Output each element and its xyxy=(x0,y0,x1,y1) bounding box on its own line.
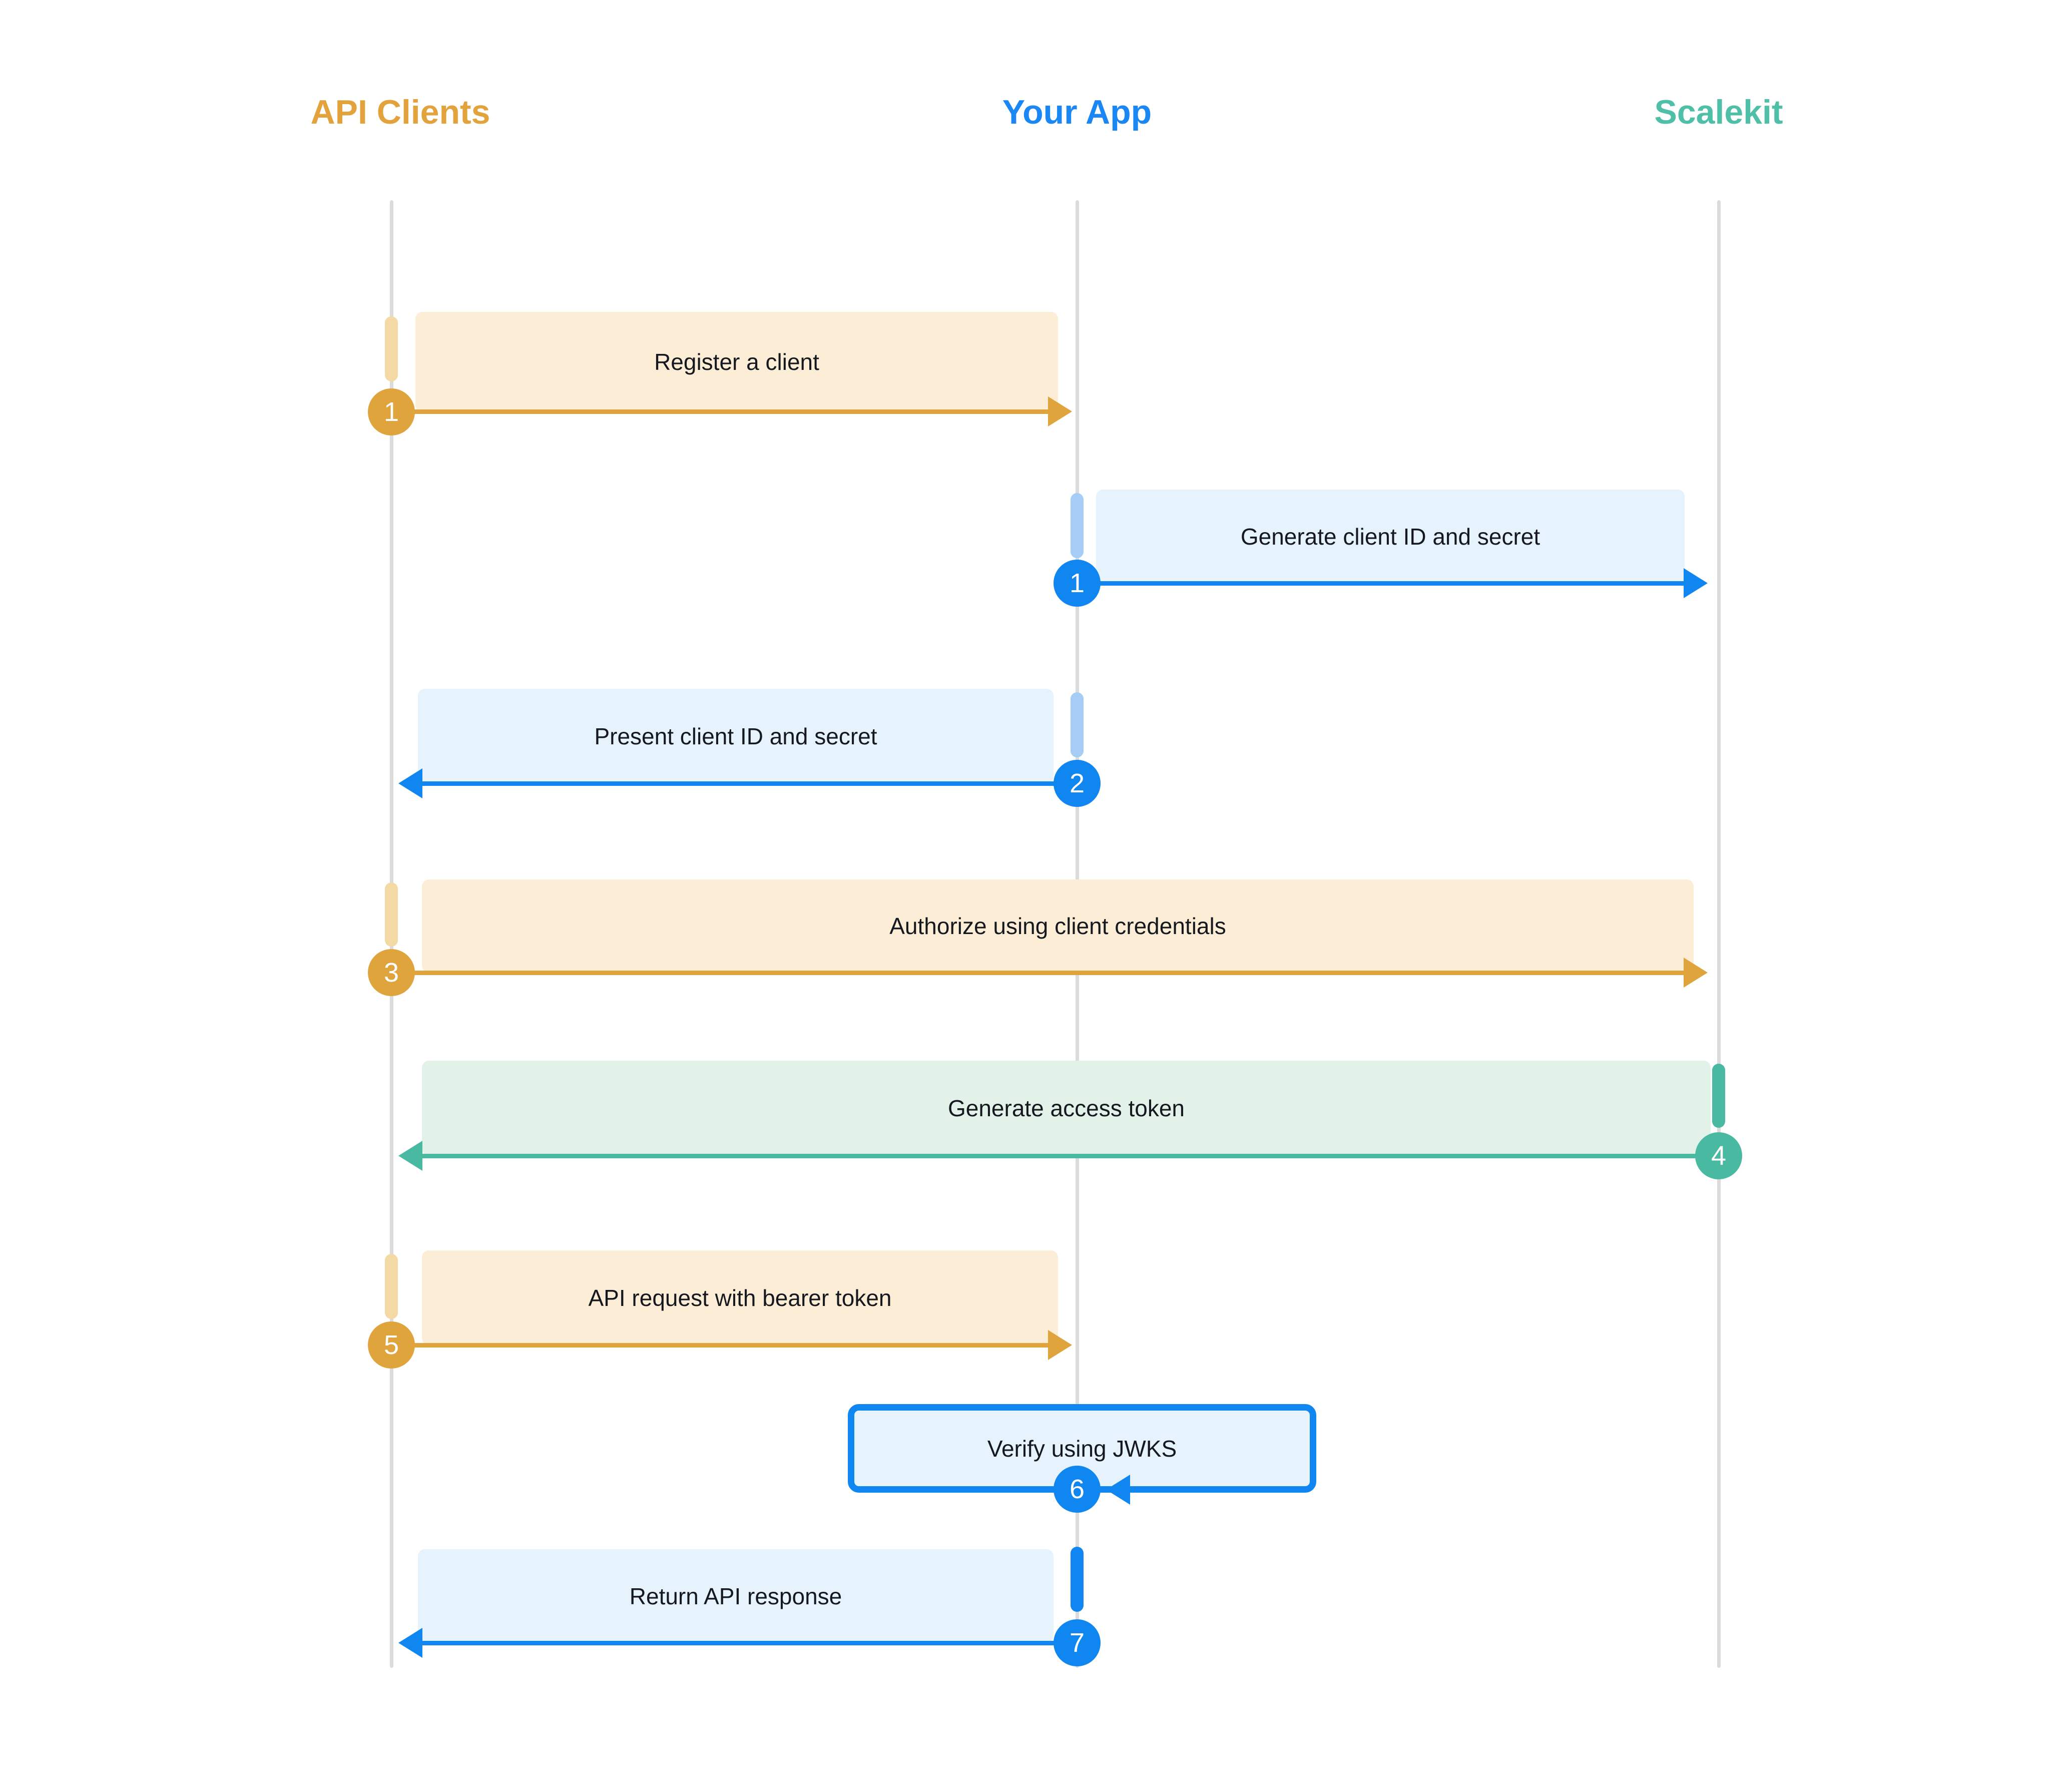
arrowhead-right-icon xyxy=(1048,396,1072,426)
message-box-register-client: Register a client xyxy=(415,312,1058,412)
message-label: Return API response xyxy=(629,1583,842,1609)
activation-bar-your-app xyxy=(1071,493,1084,558)
message-label: Authorize using client credentials xyxy=(889,913,1226,939)
message-label: Generate client ID and secret xyxy=(1240,523,1540,550)
arrowhead-left-icon xyxy=(398,1628,422,1658)
step-number: 1 xyxy=(383,397,399,427)
actor-label-api-clients: API Clients xyxy=(310,93,490,131)
message-box-return-api-response: Return API response xyxy=(418,1549,1054,1643)
activation-bar-your-app xyxy=(1071,1547,1084,1612)
step-badge: 3 xyxy=(368,949,415,996)
activation-bar-your-app xyxy=(1071,692,1084,757)
arrowhead-right-icon xyxy=(1684,568,1708,598)
step-number: 7 xyxy=(1069,1628,1085,1658)
message-label: Verify using JWKS xyxy=(987,1435,1177,1462)
activation-bar-api-clients xyxy=(385,316,398,381)
message-box-generate-client-id: Generate client ID and secret xyxy=(1096,490,1685,583)
arrowhead-left-icon xyxy=(398,768,422,798)
message-box-generate-access-token: Generate access token xyxy=(422,1061,1711,1156)
message-label: Present client ID and secret xyxy=(594,723,877,749)
arrow-line xyxy=(415,781,1078,786)
step-badge: 5 xyxy=(368,1321,415,1369)
arrow-line xyxy=(391,409,1051,414)
step-badge: 1 xyxy=(1054,560,1101,607)
step-badge: 1 xyxy=(368,388,415,435)
step-number: 5 xyxy=(383,1330,399,1360)
message-box-present-client-id: Present client ID and secret xyxy=(418,689,1054,783)
activation-bar-scalekit xyxy=(1712,1064,1725,1128)
arrow-line xyxy=(415,1154,1719,1158)
step-badge: 6 xyxy=(1054,1466,1101,1513)
step-number: 1 xyxy=(1069,568,1085,598)
step-number: 2 xyxy=(1069,768,1085,798)
arrowhead-left-icon xyxy=(1106,1475,1130,1505)
step-badge: 7 xyxy=(1054,1619,1101,1666)
message-label: Register a client xyxy=(654,349,819,375)
arrowhead-right-icon xyxy=(1048,1330,1072,1360)
lifeline-scalekit xyxy=(1717,200,1721,1668)
arrow-line xyxy=(391,971,1687,975)
message-label: Generate access token xyxy=(947,1095,1185,1121)
activation-bar-api-clients xyxy=(385,1254,398,1319)
arrow-line xyxy=(391,1343,1051,1348)
arrow-line xyxy=(415,1641,1078,1645)
step-badge: 4 xyxy=(1695,1132,1742,1179)
step-number: 3 xyxy=(383,958,399,988)
message-box-api-request-bearer: API request with bearer token xyxy=(422,1250,1058,1345)
message-label: API request with bearer token xyxy=(588,1284,892,1311)
actor-label-scalekit: Scalekit xyxy=(1654,93,1783,131)
activation-bar-api-clients xyxy=(385,882,398,947)
arrow-line xyxy=(1077,581,1687,586)
message-box-authorize-credentials: Authorize using client credentials xyxy=(422,879,1694,973)
arrowhead-right-icon xyxy=(1684,958,1708,988)
arrowhead-left-icon xyxy=(398,1141,422,1171)
step-number: 4 xyxy=(1711,1141,1727,1171)
actor-label-your-app: Your App xyxy=(1002,93,1152,131)
step-badge: 2 xyxy=(1054,760,1101,807)
step-number: 6 xyxy=(1069,1474,1085,1504)
